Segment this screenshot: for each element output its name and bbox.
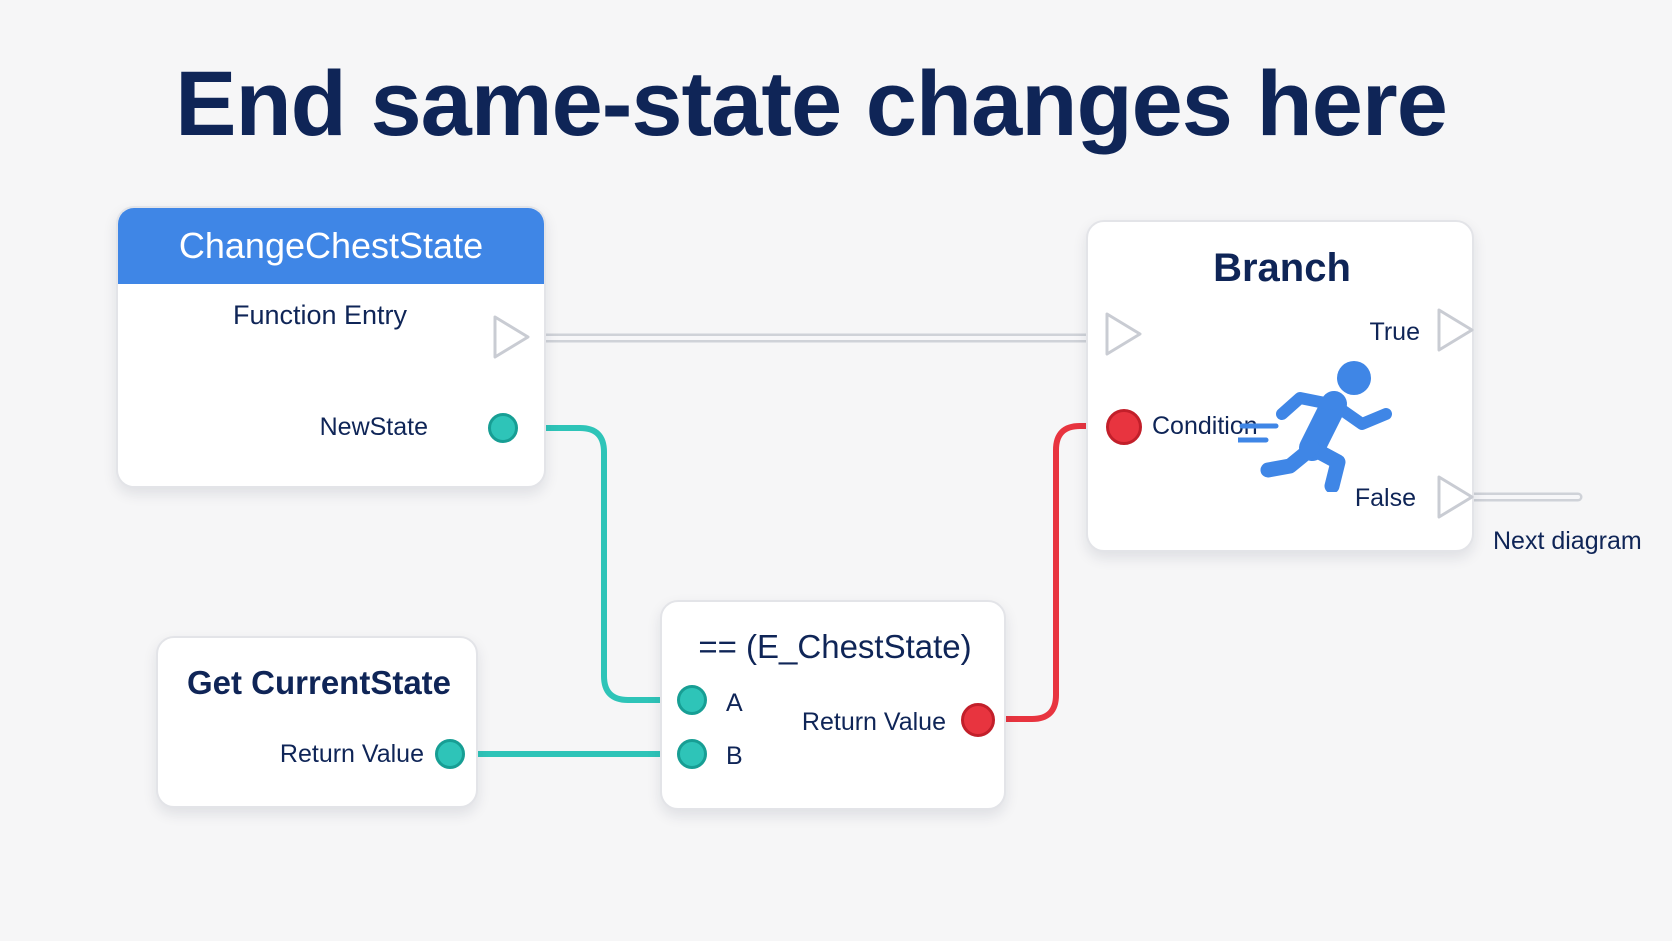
- next-diagram-label: Next diagram: [1493, 527, 1642, 555]
- entry-exec-out-pin[interactable]: [492, 314, 532, 360]
- branch-title: Branch: [1213, 246, 1351, 290]
- running-person-icon: [1238, 361, 1392, 492]
- branch-node[interactable]: Branch True Condition False: [1086, 220, 1474, 552]
- get-current-state-node[interactable]: Get CurrentState Return Value: [156, 636, 478, 808]
- equals-return-pin[interactable]: [961, 703, 995, 737]
- function-entry-label: Function Entry: [232, 300, 408, 330]
- equals-title: == (E_ChestState): [698, 628, 972, 665]
- b-pin-label: B: [726, 742, 743, 770]
- current-state-return-pin[interactable]: [435, 739, 465, 769]
- return-value-pin-label: Return Value: [279, 740, 424, 768]
- equals-node[interactable]: == (E_ChestState) A B Return Value: [660, 600, 1006, 810]
- get-current-state-title: Get CurrentState: [186, 664, 452, 701]
- change-chest-state-node[interactable]: ChangeChestState Function Entry NewState: [116, 206, 546, 488]
- false-exec-out-pin[interactable]: [1436, 474, 1476, 520]
- branch-exec-in-pin[interactable]: [1104, 311, 1144, 357]
- true-exec-out-pin[interactable]: [1436, 307, 1476, 353]
- slide-title: End same-state changes here: [175, 53, 1448, 155]
- a-pin[interactable]: [677, 685, 707, 715]
- equals-return-pin-label: Return Value: [801, 708, 946, 736]
- newstate-pin-label: NewState: [319, 413, 428, 441]
- node-header: ChangeChestState: [118, 208, 544, 284]
- newstate-pin[interactable]: [488, 413, 518, 443]
- b-pin[interactable]: [677, 739, 707, 769]
- false-pin-label: False: [1354, 484, 1416, 512]
- condition-pin[interactable]: [1106, 409, 1142, 445]
- a-pin-label: A: [726, 689, 743, 717]
- true-pin-label: True: [1369, 318, 1420, 346]
